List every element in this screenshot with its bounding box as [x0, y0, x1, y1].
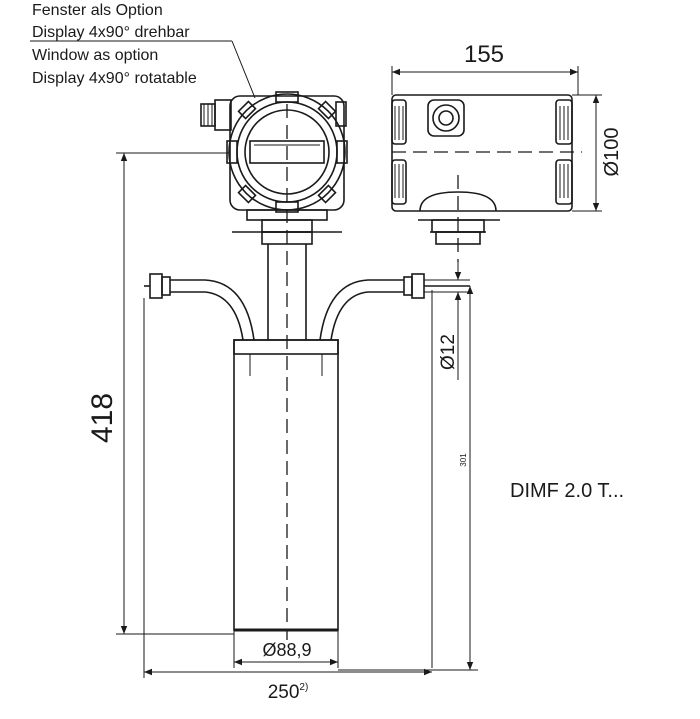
note-en-line2: Display 4x90° rotatable [32, 70, 197, 87]
pipe-right-fitting-outer [411, 273, 425, 299]
transmitter-head-front [200, 91, 348, 340]
dimension-12-label: Ø12 [438, 334, 459, 370]
pipe-left-outer [170, 279, 255, 341]
note-leader-line [231, 40, 256, 99]
pipe-left-fitting-inner [161, 276, 171, 296]
dimension-pipe-diameter: Ø12 [424, 262, 470, 380]
cylinder-body [233, 339, 339, 631]
pipe-right-fitting-inner [403, 276, 413, 296]
note-de-line2: Display 4x90° drehbar [32, 24, 190, 41]
cable-gland-nut [214, 99, 232, 131]
side-left-thread [391, 99, 407, 205]
dimension-155-label: 155 [464, 41, 504, 68]
pipe-left-inner [170, 291, 244, 341]
transmitter-head-side [391, 94, 582, 262]
side-gland-ring [432, 104, 460, 132]
pressure-pipes [144, 273, 470, 341]
cylinder-top-cap [233, 339, 339, 355]
dimension-body-diameter: Ø88,9 [233, 630, 339, 668]
window-option-note: Fenster als Option Display 4x90° drehbar… [30, 2, 256, 99]
side-right-thread [555, 99, 573, 205]
side-neck-dome [419, 191, 497, 212]
dimension-total-height: 418 [86, 152, 234, 635]
dimension-side-width: 155 [391, 41, 579, 95]
housing-plug [335, 101, 347, 127]
dimension-250-footnote: 2) [299, 682, 308, 693]
model-label: DIMF 2.0 T... [510, 480, 624, 502]
sensor-cylinder [233, 339, 339, 632]
dimension-total-width: 2502) [143, 298, 432, 703]
note-de-line1: Fenster als Option [32, 2, 163, 19]
dimension-side-diameter: Ø100 [572, 94, 623, 212]
pipe-right-inner [330, 291, 404, 341]
pipe-right-outer [319, 279, 404, 341]
dimension-301-label: 301 [459, 453, 468, 467]
display-window [249, 140, 325, 164]
cover-grip-notches [226, 91, 348, 213]
note-en-line1: Window as option [32, 47, 158, 64]
dimension-250-label: 2502) [268, 682, 309, 703]
pipe-left-fitting-outer [149, 273, 163, 299]
dimension-100-label: Ø100 [601, 128, 623, 177]
side-housing-body [391, 94, 573, 212]
dimension-88-label: Ø88,9 [262, 640, 311, 660]
side-gland-nut [427, 99, 465, 137]
side-gland-hole [438, 110, 454, 126]
dimension-418-label: 418 [86, 393, 119, 443]
